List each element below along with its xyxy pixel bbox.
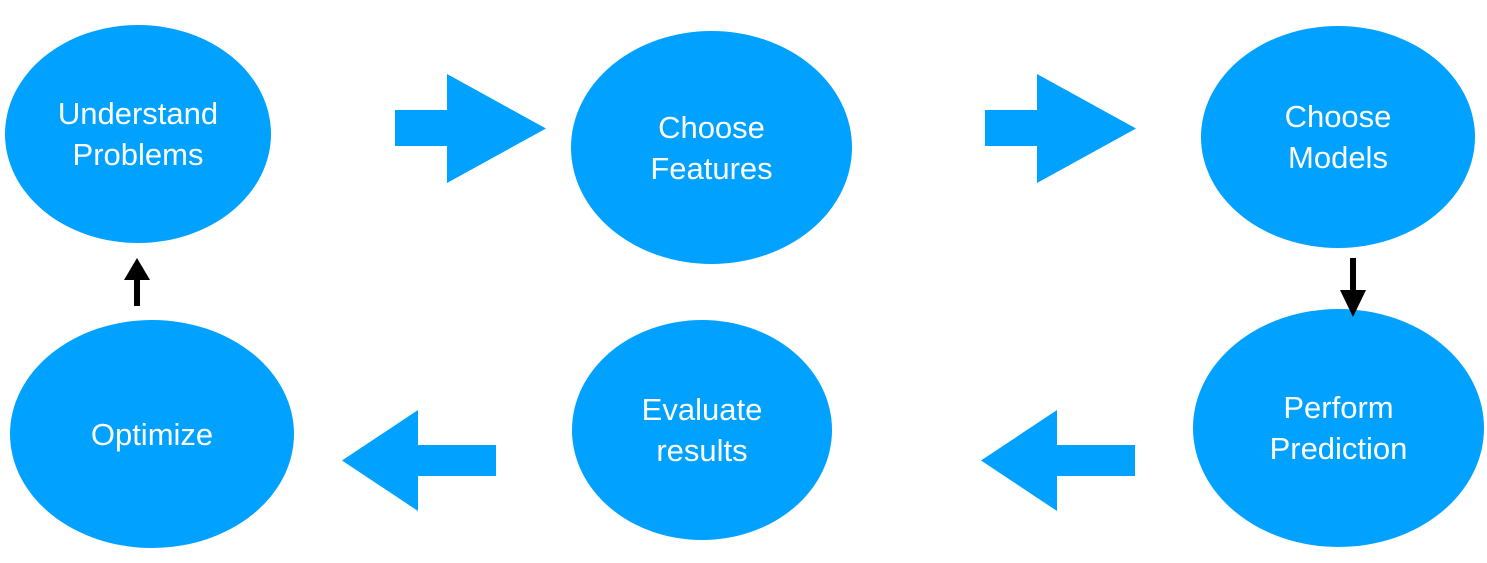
node-optimize-text: Optimize: [91, 414, 213, 455]
block-arrow-left-2: [342, 410, 496, 511]
node-label-line: results: [656, 433, 748, 468]
node-label-line: Perform: [1283, 390, 1394, 425]
arrow-left-icon: [981, 410, 1135, 511]
node-choose-models: Choose Models: [1201, 26, 1475, 248]
node-label-line: Features: [650, 150, 773, 186]
node-perform-prediction: Perform Prediction: [1193, 309, 1484, 547]
node-evaluate-results-text: Evaluate results: [642, 389, 763, 471]
node-choose-models-text: Choose Models: [1285, 96, 1392, 178]
arrow-right-icon: [985, 74, 1136, 183]
node-label-line: Optimize: [90, 416, 214, 452]
connector-arrow-down: [1338, 258, 1368, 318]
node-understand-problems: Understand Problems: [5, 25, 271, 243]
arrow-down-icon: [1340, 258, 1366, 317]
node-choose-features: Choose Features: [571, 31, 852, 264]
node-label-line: Models: [1288, 140, 1388, 175]
connector-arrow-up: [122, 258, 152, 306]
node-label-line: Choose: [1284, 99, 1392, 134]
node-label-line: Choose: [658, 109, 765, 145]
arrow-right-icon: [395, 74, 546, 183]
node-label-line: Understand: [57, 96, 219, 131]
node-perform-prediction-text: Perform Prediction: [1270, 387, 1408, 469]
arrow-left-icon: [342, 410, 496, 511]
block-arrow-left-1: [981, 410, 1135, 511]
node-optimize: Optimize: [10, 320, 294, 548]
block-arrow-right-1: [395, 74, 546, 183]
node-label-line: Evaluate: [641, 392, 763, 427]
arrow-up-icon: [124, 258, 150, 306]
node-evaluate-results: Evaluate results: [572, 320, 832, 540]
node-choose-features-text: Choose Features: [650, 107, 772, 189]
node-label-line: Prediction: [1269, 431, 1408, 466]
node-label-line: Problems: [72, 137, 204, 172]
block-arrow-right-2: [985, 74, 1136, 183]
node-understand-problems-text: Understand Problems: [58, 93, 218, 175]
